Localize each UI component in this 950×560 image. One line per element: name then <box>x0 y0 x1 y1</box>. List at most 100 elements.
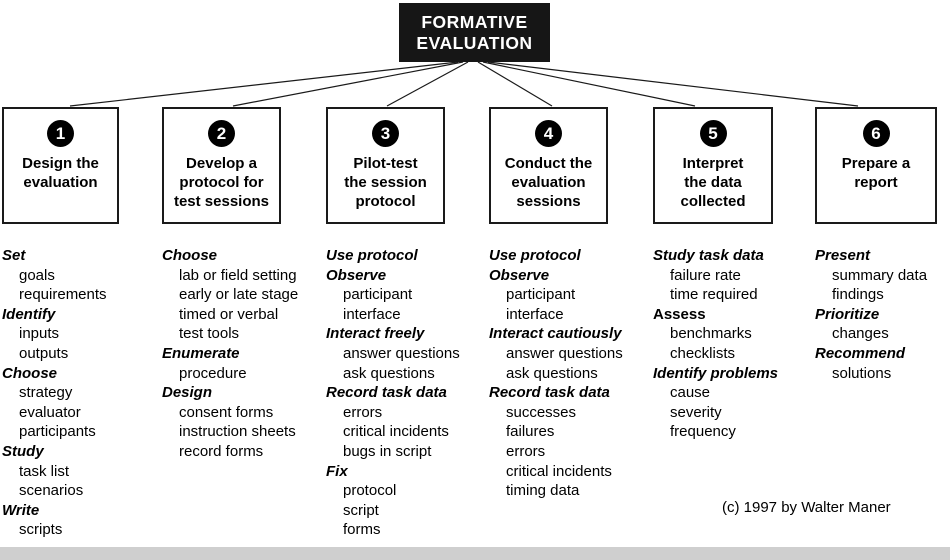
task-group-header: Study task data <box>653 247 764 264</box>
task-sub-item: failures <box>506 423 555 441</box>
task-group-header: Set <box>2 247 26 264</box>
task-sub-item: solutions <box>832 364 892 382</box>
task-sub-item: script <box>343 501 379 519</box>
task-group-header: Recommend <box>815 344 906 362</box>
step-number-badge: 2 <box>208 120 235 147</box>
task-sub-item: severity <box>670 403 722 421</box>
task-group-header: Record task data <box>326 384 447 402</box>
task-sub-item: participants <box>19 423 96 441</box>
task-sub-item: requirements <box>19 286 107 304</box>
step-column: 3 Pilot-test the session protocol Use pr… <box>326 107 460 540</box>
task-sub-item: participant <box>506 286 576 304</box>
step-title: Interpret the data collected <box>680 155 746 210</box>
task-group-header: Assess <box>653 305 706 323</box>
step-number: 3 <box>380 123 391 143</box>
task-sub-item: ask questions <box>343 364 435 382</box>
step-title: Conduct the evaluation sessions <box>504 155 593 210</box>
step-number-badge: 1 <box>47 120 74 147</box>
task-sub-item: forms <box>343 521 381 539</box>
task-sub-item: critical incidents <box>506 462 612 480</box>
copyright-notice: (c) 1997 by Walter Maner <box>722 499 891 516</box>
task-sub-item: test tools <box>179 325 240 343</box>
task-sub-item: ask questions <box>506 364 598 382</box>
step-column: 6 Prepare a report Present summary data fi… <box>815 107 937 383</box>
task-sub-item: consent forms <box>179 403 274 421</box>
task-sub-item: instruction sheets <box>179 423 296 441</box>
task-group-header: Fix <box>326 462 348 480</box>
step-number-badge: 3 <box>372 120 399 147</box>
task-group-header: Use protocol <box>489 247 581 264</box>
task-sub-item: checklists <box>670 344 736 362</box>
step-number: 5 <box>708 123 718 143</box>
step-column: 5 Interpret the data collected Study tas… <box>653 107 778 442</box>
task-sub-item: scripts <box>19 521 63 539</box>
task-group-header: Design <box>162 384 213 402</box>
task-group-header: Choose <box>2 364 58 382</box>
task-sub-item: outputs <box>19 344 69 362</box>
task-group-header: Choose <box>162 247 218 264</box>
task-sub-item: protocol <box>343 482 397 500</box>
task-sub-item: time required <box>670 286 758 304</box>
step-title: Pilot-test the session protocol <box>344 155 427 210</box>
task-sub-item: critical incidents <box>343 423 449 441</box>
task-sub-item: procedure <box>179 364 247 382</box>
task-group-header: Observe <box>326 266 387 284</box>
task-sub-item: summary data <box>832 266 928 284</box>
bottom-gray-strip <box>0 547 950 560</box>
task-group-header: Interact cautiously <box>489 325 622 343</box>
task-sub-item: task list <box>19 462 70 480</box>
step-number: 4 <box>543 123 554 143</box>
task-sub-item: interface <box>506 305 564 323</box>
task-sub-item: answer questions <box>506 344 623 362</box>
task-sub-item: findings <box>832 286 884 304</box>
task-sub-item: changes <box>832 325 889 343</box>
task-sub-item: benchmarks <box>670 325 752 343</box>
task-sub-item: errors <box>506 442 546 460</box>
task-sub-item: goals <box>19 266 55 284</box>
task-group-header: Write <box>2 501 40 519</box>
step-number-badge: 5 <box>699 120 727 147</box>
step-title: Develop a protocol for test sessions <box>173 155 270 210</box>
step-number-badge: 6 <box>862 120 890 147</box>
task-group-header: Record task data <box>489 384 610 402</box>
step-task-list: Choose lab or field setting early or late … <box>162 246 299 462</box>
step-box: 5 Interpret the data collected <box>653 107 773 224</box>
step-number: 2 <box>216 123 227 143</box>
step-box: 2 Develop a protocol for test sessions <box>162 107 281 224</box>
task-sub-item: scenarios <box>19 482 84 500</box>
step-task-list: Study task data failure rate time required… <box>653 246 778 442</box>
step-box: 3 Pilot-test the session protocol <box>326 107 445 224</box>
step-column: 4 Conduct the evaluation sessions Use pr… <box>489 107 623 501</box>
task-sub-item: successes <box>506 403 577 421</box>
step-column: 1 Design the evaluation Set goals requirem… <box>2 107 119 540</box>
step-box: 4 Conduct the evaluation sessions <box>489 107 608 224</box>
task-sub-item: evaluator <box>19 403 81 421</box>
step-number: 1 <box>55 123 66 143</box>
task-sub-item: timed or verbal <box>179 305 279 323</box>
task-sub-item: lab or field setting <box>179 266 297 284</box>
task-group-header: Use protocol <box>326 247 418 264</box>
step-number-badge: 4 <box>535 120 562 147</box>
task-sub-item: failure rate <box>670 266 741 284</box>
step-title: Prepare a report <box>841 155 911 191</box>
task-sub-item: timing data <box>506 482 580 500</box>
task-sub-item: interface <box>343 305 401 323</box>
task-sub-item: answer questions <box>343 344 460 362</box>
task-sub-item: participant <box>343 286 413 304</box>
task-sub-item: bugs in script <box>343 442 432 460</box>
task-sub-item: errors <box>343 403 383 421</box>
step-box: 6 Prepare a report <box>815 107 937 224</box>
step-box: 1 Design the evaluation <box>2 107 119 224</box>
task-sub-item: early or late stage <box>179 286 299 304</box>
task-sub-item: strategy <box>19 384 73 402</box>
task-sub-item: frequency <box>670 423 736 441</box>
step-number: 6 <box>871 123 881 143</box>
root-node-formative-evaluation: FORMATIVE EVALUATION <box>399 3 550 62</box>
task-group-header: Present <box>815 247 871 264</box>
task-group-header: Enumerate <box>162 344 240 362</box>
task-group-header: Observe <box>489 266 550 284</box>
